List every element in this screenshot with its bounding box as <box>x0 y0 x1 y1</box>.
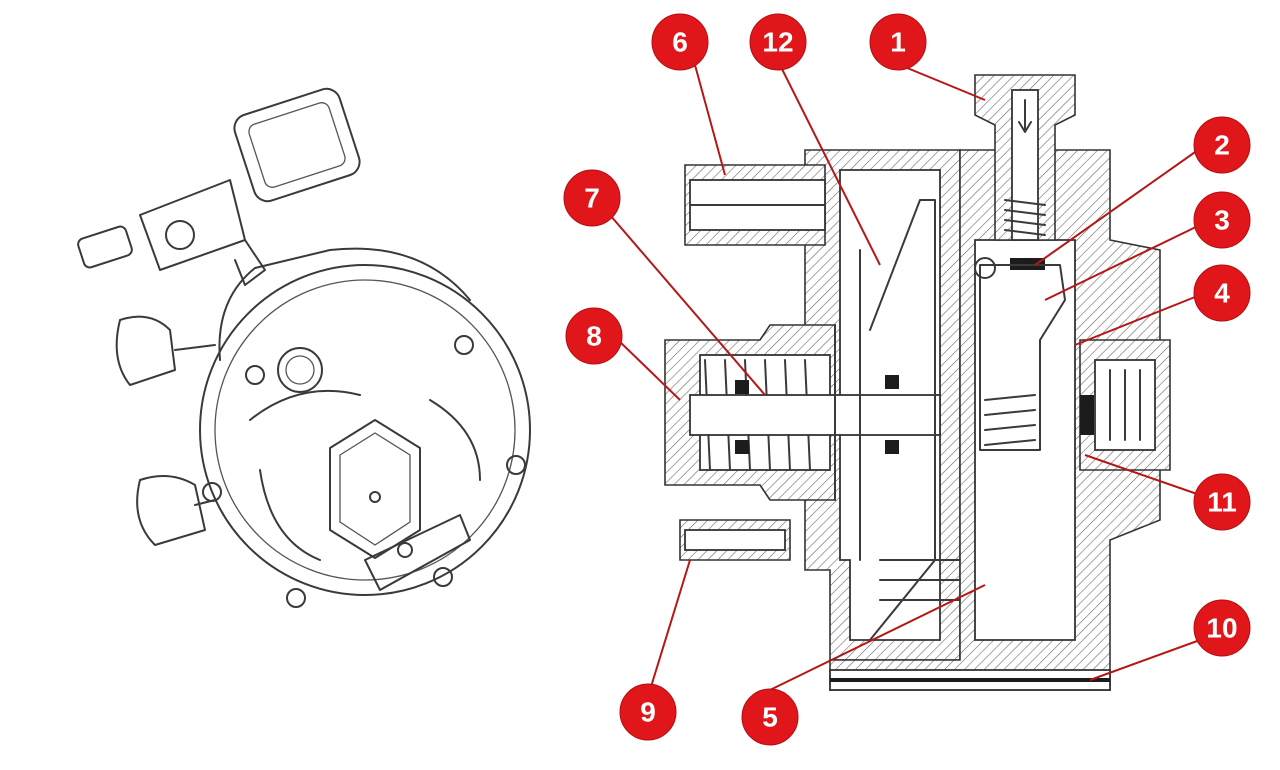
leader-9 <box>649 559 691 691</box>
callout-10-label: 10 <box>1206 613 1237 644</box>
callout-3-label: 3 <box>1214 205 1230 236</box>
callout-10-circle <box>1193 599 1251 657</box>
callout-7-circle <box>563 169 621 227</box>
callout-2-circle <box>1193 116 1251 174</box>
callout-12-label: 12 <box>762 27 793 58</box>
rim-bolt <box>286 588 306 608</box>
callout-3-circle <box>1193 191 1251 249</box>
callout-3: 3 <box>1193 191 1251 249</box>
callout-6-circle <box>651 13 709 71</box>
callout-8: 8 <box>565 307 623 365</box>
rim-bolt <box>506 455 526 475</box>
left-fitting-upper <box>115 315 176 386</box>
upper-port <box>277 347 323 393</box>
callout-9: 9 <box>619 683 677 741</box>
callout-12: 12 <box>749 13 807 71</box>
callout-7-label: 7 <box>584 183 600 214</box>
callout-8-label: 8 <box>586 321 602 352</box>
left-fitting-lower <box>136 475 206 546</box>
callout-11: 11 <box>1193 473 1251 531</box>
rim-bolt <box>454 335 474 355</box>
callout-6: 6 <box>651 13 709 71</box>
callout-5: 5 <box>741 688 799 746</box>
leader-7 <box>609 214 766 396</box>
leader-2 <box>1034 149 1199 266</box>
leader-11 <box>1084 454 1201 496</box>
reducer-top-rim <box>218 247 471 361</box>
reducer-exterior-view <box>77 87 531 608</box>
leader-6 <box>694 64 726 176</box>
callout-10: 10 <box>1193 599 1251 657</box>
callout-9-label: 9 <box>640 697 656 728</box>
callout-11-circle <box>1193 473 1251 531</box>
callout-7: 7 <box>563 169 621 227</box>
callout-12-circle <box>749 13 807 71</box>
leader-8 <box>617 339 681 401</box>
rim-bolt <box>433 567 453 587</box>
leader-12 <box>779 64 881 266</box>
callout-1-circle <box>869 13 927 71</box>
callout-4-label: 4 <box>1214 278 1230 309</box>
leader-4 <box>1074 294 1201 346</box>
callout-1: 1 <box>869 13 927 71</box>
callout-5-circle <box>741 688 799 746</box>
callout-11-label: 11 <box>1207 487 1237 518</box>
callout-8-circle <box>565 307 623 365</box>
central-hex-nut <box>329 419 421 559</box>
callout-4: 4 <box>1193 264 1251 322</box>
callout-6-label: 6 <box>672 27 688 58</box>
callout-4-circle <box>1193 264 1251 322</box>
reducer-cross-section <box>664 74 1171 691</box>
leader-lines <box>609 64 1201 691</box>
callout-9-circle <box>619 683 677 741</box>
callout-2: 2 <box>1193 116 1251 174</box>
callout-5-label: 5 <box>762 702 778 733</box>
leader-1 <box>899 64 986 101</box>
leader-5 <box>769 584 986 691</box>
callout-2-label: 2 <box>1214 130 1230 161</box>
rim-bolt <box>245 365 265 385</box>
mounting-bracket <box>364 514 471 591</box>
valve-lever <box>979 264 1066 451</box>
callout-1-label: 1 <box>890 27 906 58</box>
reducer-body-outline <box>199 264 531 596</box>
leader-10 <box>1089 639 1201 681</box>
leader-3 <box>1044 224 1201 301</box>
solenoid-valve <box>77 87 361 286</box>
base-seal <box>830 678 1110 682</box>
